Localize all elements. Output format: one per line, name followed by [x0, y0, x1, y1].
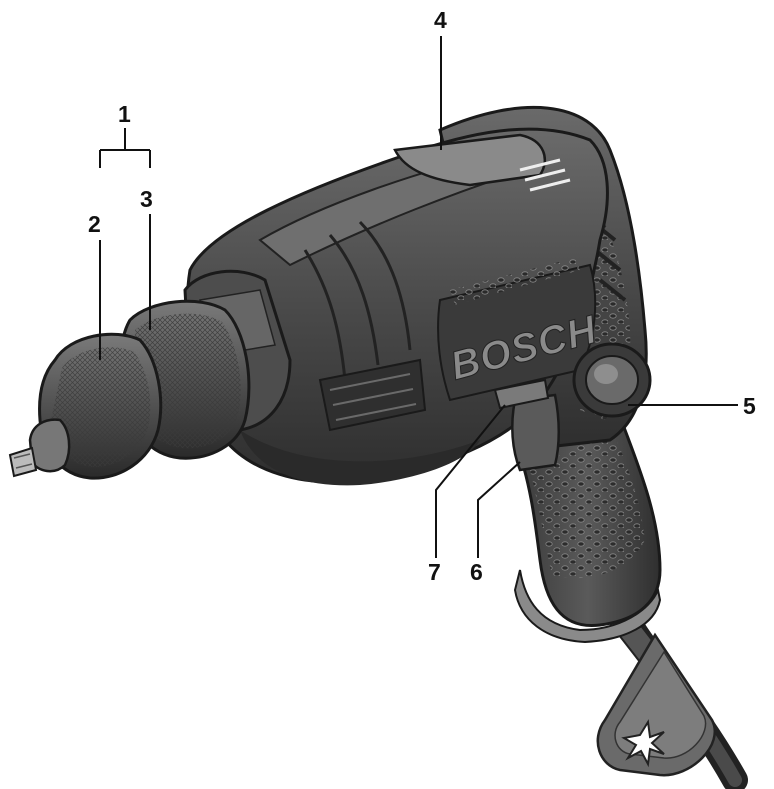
callout-4: 4: [434, 7, 447, 150]
callout-6: 6: [470, 461, 521, 585]
trigger-switch: [511, 393, 560, 472]
chuck-front-sleeve: [38, 332, 163, 480]
cord-guard: [596, 632, 716, 777]
callout-label-1: 1: [118, 101, 131, 127]
callout-label-6: 6: [470, 559, 483, 585]
callout-1: 1: [99, 101, 151, 168]
callout-7: 7: [428, 404, 506, 585]
chuck-nose: [8, 418, 71, 478]
callout-label-7: 7: [428, 559, 441, 585]
leader-line-7: [435, 404, 506, 558]
mode-selector: [572, 342, 652, 418]
lock-button: [493, 378, 550, 410]
callout-label-5: 5: [743, 393, 756, 419]
callout-label-3: 3: [140, 186, 153, 212]
drill-illustration: BOSCH: [8, 106, 748, 789]
callouts: 1 2 3 4 5 6 7: [88, 7, 756, 585]
callout-label-2: 2: [88, 211, 101, 237]
callout-5: 5: [628, 393, 756, 419]
leader-line-6: [477, 461, 521, 558]
callout-3: 3: [140, 186, 153, 330]
callout-label-4: 4: [434, 7, 447, 33]
leader-line-1: [99, 128, 151, 168]
callout-2: 2: [88, 211, 101, 360]
